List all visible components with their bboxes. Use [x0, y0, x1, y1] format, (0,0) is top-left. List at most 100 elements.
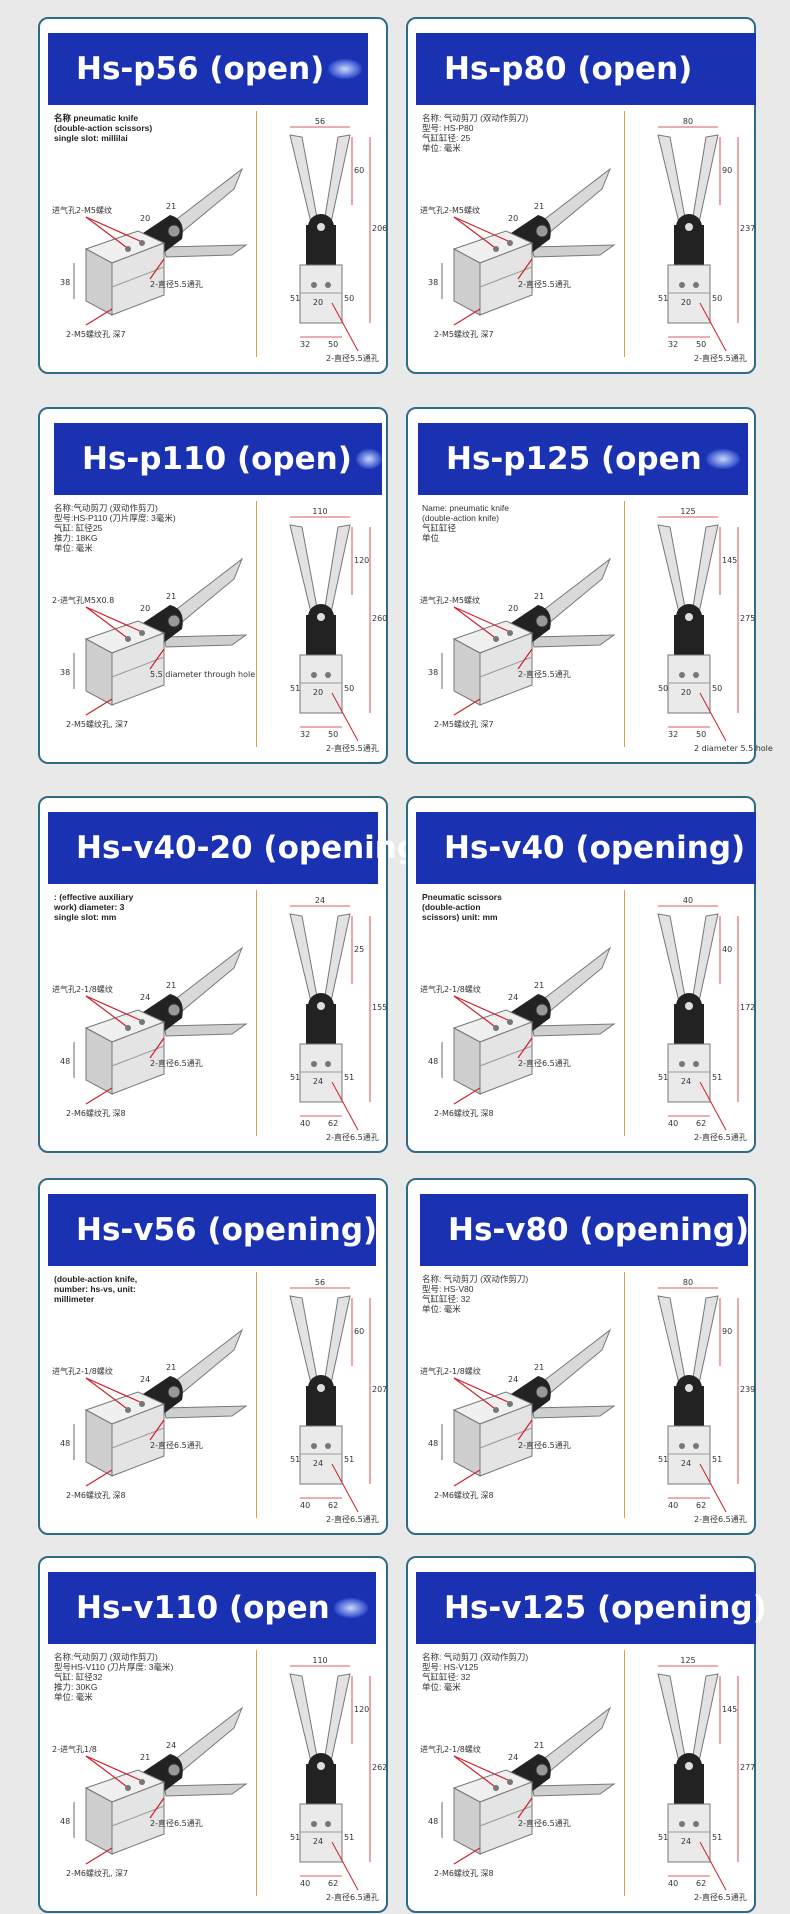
spec-notes: 名称: 气动剪刀 (双动作剪刀) 型号: HS-V80 气缸缸径: 32 单位:…	[422, 1274, 529, 1314]
dim-label: 20	[140, 604, 150, 613]
dim-label: 50	[344, 684, 354, 693]
mount-hole	[679, 1443, 685, 1449]
cylinder-body	[667, 1803, 711, 1863]
hole-label: 2-直径5.5通孔	[326, 353, 379, 363]
column-divider	[256, 111, 257, 357]
blade-left	[289, 913, 319, 1007]
pivot-pin	[685, 1384, 693, 1392]
screw-label: 2-M6螺纹孔 深8	[434, 1868, 494, 1878]
port-label: 进气孔2-M5螺纹	[420, 205, 480, 215]
blade-right	[323, 1673, 351, 1767]
hole-label: 2-直径6.5通孔	[326, 1132, 379, 1142]
leader-line	[517, 1797, 533, 1819]
blade-right	[323, 524, 351, 618]
cylinder-body	[667, 1043, 711, 1103]
air-port	[507, 1401, 513, 1407]
port-label: 2-进气孔1/8	[52, 1744, 97, 1754]
blade-left	[289, 524, 319, 618]
dim-label: 262	[372, 1763, 387, 1772]
cylinder-body	[667, 264, 711, 324]
air-port	[125, 636, 131, 642]
air-port	[507, 240, 513, 246]
mount-hole	[693, 1821, 699, 1827]
dim-label: 20	[681, 298, 691, 307]
leader-line	[331, 302, 359, 352]
blade-right	[691, 913, 719, 1007]
spec-notes: 名称:气动剪刀 (双动作剪刀) 型号HS-V110 (刀片厚度: 3毫米) 气缸…	[54, 1652, 174, 1702]
dim-label: 40	[668, 1119, 678, 1128]
watermark-blur	[355, 449, 382, 469]
leader-line	[453, 308, 481, 326]
model-title-banner: Hs-v56 (opening)	[48, 1194, 377, 1266]
product-card: Hs-v40-20 (opening) : (effective auxiliar…	[38, 796, 433, 1153]
pivot-pin	[167, 614, 181, 628]
blade-right	[691, 1295, 719, 1389]
dim-label: 21	[166, 592, 176, 601]
dim-label: 110	[312, 1656, 327, 1665]
screw-label: 2-M5螺纹孔 深7	[434, 719, 494, 729]
model-title-banner: Hs-p56 (open)	[48, 33, 368, 105]
watermark-blur	[705, 449, 740, 469]
leader-line	[331, 1463, 359, 1513]
leader-line	[453, 1377, 509, 1403]
dim-label: 50	[328, 730, 338, 739]
dim-label: 38	[60, 278, 70, 287]
cylinder-front-face	[479, 632, 533, 706]
mount-hole	[325, 1443, 331, 1449]
dim-label: 32	[668, 730, 678, 739]
leader-line	[517, 1037, 533, 1059]
column-divider	[256, 1272, 257, 1518]
blade-left	[657, 524, 687, 618]
screw-label: 2-M6螺纹孔 深8	[66, 1108, 126, 1118]
model-title-banner: Hs-v80 (opening)	[420, 1194, 749, 1266]
dim-label: 51	[344, 1833, 354, 1842]
dim-label: 40	[300, 1879, 310, 1888]
leader-line	[85, 1847, 113, 1865]
dim-label: 51	[658, 294, 668, 303]
blade-left	[289, 1673, 319, 1767]
dim-label: 21	[166, 202, 176, 211]
leader-line	[85, 216, 141, 242]
leader-line	[699, 692, 727, 742]
lower-blade	[531, 1405, 616, 1419]
mount-hole	[693, 1443, 699, 1449]
screw-label: 2-M6螺纹孔 深8	[434, 1490, 494, 1500]
pivot-pin	[167, 1003, 181, 1017]
pivot-pin	[317, 1762, 325, 1770]
dim-label: 20	[313, 298, 323, 307]
dim-label: 24	[508, 993, 518, 1002]
model-title: Hs-v40-20 (opening)	[76, 829, 434, 866]
hole-label: 2-直径6.5通孔	[326, 1892, 379, 1902]
screw-label: 2-M5螺纹孔, 深7	[66, 719, 128, 729]
dim-label: 25	[354, 945, 364, 954]
hole-label: 2-直径6.5通孔	[518, 1818, 571, 1828]
port-label: 进气孔2-1/8螺纹	[420, 1744, 481, 1754]
leader-line	[517, 648, 533, 670]
cylinder-front-face	[479, 242, 533, 316]
leader-line	[149, 1797, 165, 1819]
dim-label: 50	[696, 340, 706, 349]
pivot-pin	[685, 1762, 693, 1770]
model-title-banner: Hs-v40 (opening)	[416, 812, 756, 884]
leader-line	[453, 698, 481, 716]
leader-line	[453, 1087, 481, 1105]
dim-label: 50	[328, 340, 338, 349]
spec-notes: : (effective auxiliary work) diameter: 3…	[54, 892, 134, 922]
dim-label: 21	[534, 981, 544, 990]
leader-line	[85, 995, 127, 1027]
hole-label: 2-直径6.5通孔	[694, 1892, 747, 1902]
hole-label: 2-直径6.5通孔	[694, 1132, 747, 1142]
column-divider	[624, 111, 625, 357]
air-port	[493, 1407, 499, 1413]
dim-label: 24	[313, 1077, 323, 1086]
dim-label: 56	[315, 117, 325, 126]
dim-label: 40	[300, 1501, 310, 1510]
air-port	[507, 630, 513, 636]
air-port	[139, 240, 145, 246]
blade-right	[323, 134, 351, 228]
dim-label: 90	[722, 1327, 732, 1336]
